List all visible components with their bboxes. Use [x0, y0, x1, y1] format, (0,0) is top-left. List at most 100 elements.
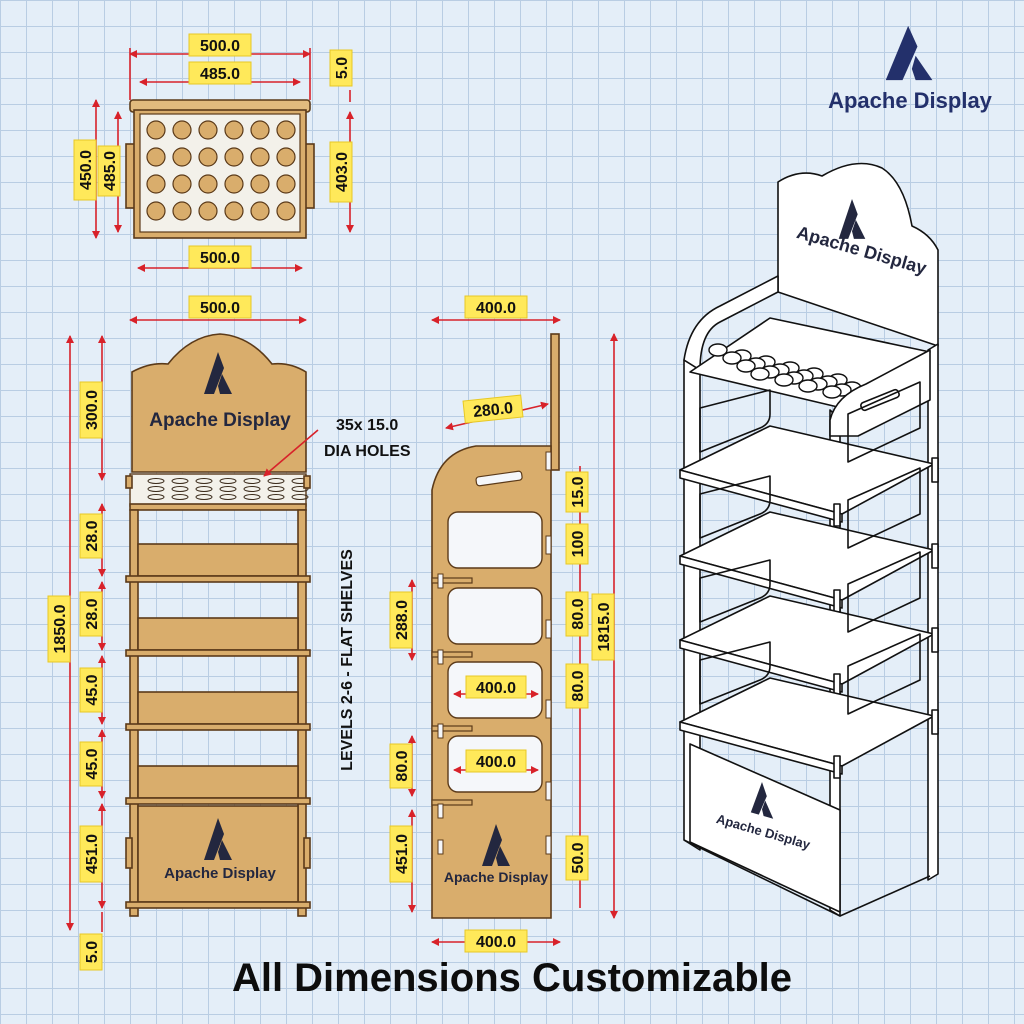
dim-front-foot: 5.0 [84, 941, 101, 963]
dim-side-window-h2: 80.0 [394, 750, 411, 781]
slot [545, 619, 552, 639]
hole-slot [219, 494, 237, 500]
hole-slot [147, 478, 165, 484]
dim-front-header: 300.0 [84, 390, 101, 430]
hole [198, 147, 218, 167]
hole [146, 201, 166, 221]
dim-top-depth-inner: 485.0 [102, 151, 119, 191]
shelf-tab [431, 651, 473, 658]
isometric-view: Apache Display Apache Display [679, 162, 939, 917]
iso-tab [833, 755, 841, 779]
dim-side-foot-right: 50.0 [570, 842, 587, 873]
dim-side-base: 451.0 [394, 834, 411, 874]
hole-grid [146, 120, 296, 221]
iso-tab [931, 543, 939, 569]
hole-slot [171, 478, 189, 484]
side-view: Apache Display 400.0 280.0 15.0 100 80.0… [389, 295, 618, 953]
hole-group [195, 478, 213, 500]
iso-tab [931, 457, 939, 483]
hole [198, 120, 218, 140]
hole-slot [171, 494, 189, 500]
dim-front-gap-1: 28.0 [84, 520, 101, 551]
iso-side-cutout [847, 633, 921, 715]
iso-tab [931, 709, 939, 735]
dim-side-depth-top: 400.0 [476, 300, 516, 317]
hole [276, 174, 296, 194]
dim-front-gap-2: 28.0 [84, 598, 101, 629]
iso-side-cutout [847, 467, 921, 549]
dim-side-slot-15: 15.0 [570, 476, 587, 507]
brand-logo-icon [885, 25, 933, 81]
side-window-2 [447, 587, 543, 645]
hole [250, 147, 270, 167]
iso-tab [931, 627, 939, 653]
hole-slot [219, 478, 237, 484]
side-brand-label: Apache Display [444, 869, 548, 885]
shelf-3 [125, 649, 311, 657]
hole [224, 147, 244, 167]
iso-cutout [699, 389, 771, 453]
hole-slot [243, 478, 261, 484]
side-window-1 [447, 511, 543, 569]
hole-slot [267, 486, 285, 492]
hole-group [243, 478, 261, 500]
shelf-6 [125, 901, 311, 909]
slot [545, 699, 552, 719]
note-holes: 35x 15.0 [336, 417, 398, 434]
dim-front-width: 500.0 [200, 300, 240, 317]
iso-shelves [679, 381, 939, 779]
hole-slot [267, 478, 285, 484]
hole-group [171, 478, 189, 500]
slot [545, 835, 552, 855]
brand-name: Apache Display [828, 88, 992, 113]
dim-side-total-height: 1815.0 [596, 602, 613, 651]
front-view: Apache Display Apache Display 500.0 1850… [47, 295, 411, 971]
hole-slot [171, 486, 189, 492]
dim-side-window-w2: 400.0 [476, 754, 516, 771]
hole [224, 201, 244, 221]
slot [437, 649, 444, 665]
hole [172, 147, 192, 167]
hole [250, 120, 270, 140]
perforated-shelf [129, 473, 307, 507]
iso-cutout [699, 475, 771, 539]
dim-side-depth-bottom: 400.0 [476, 934, 516, 951]
shelf-4 [125, 723, 311, 731]
hole-group [147, 478, 165, 500]
top-view: 500.0 485.0 5.0 450.0 485.0 403.0 500.0 [73, 33, 354, 272]
brand-block: Apache Display [812, 22, 1008, 114]
iso-side-cutout [847, 551, 921, 633]
dim-side-slot-80b: 80.0 [570, 670, 587, 701]
hole-slot [195, 494, 213, 500]
iso-hole [708, 343, 728, 357]
dim-side-window-w1: 400.0 [476, 680, 516, 697]
dim-side-window-height: 288.0 [394, 600, 411, 640]
dim-side-slot-100: 100 [570, 531, 587, 558]
iso-base-panel [689, 743, 841, 913]
dim-front-gap-4: 45.0 [84, 748, 101, 779]
hole-group [219, 478, 237, 500]
iso-shelf-edge [679, 555, 843, 609]
dim-top-inner: 485.0 [200, 66, 240, 83]
shelf-tab [431, 577, 473, 584]
hole-slot [147, 486, 165, 492]
hole [146, 147, 166, 167]
iso-cutout [699, 559, 771, 623]
iso-header [777, 162, 939, 347]
front-brand-label: Apache Display [149, 410, 291, 431]
iso-hole [822, 385, 842, 399]
hole-slot [243, 486, 261, 492]
dim-top-width: 500.0 [200, 38, 240, 55]
hole-slot [267, 494, 285, 500]
shelf-2 [125, 575, 311, 583]
dim-top-bottom-width: 500.0 [200, 250, 240, 267]
slot [437, 723, 444, 739]
iso-side-cutout [847, 381, 921, 463]
hole [146, 120, 166, 140]
slot [437, 573, 444, 589]
hole [224, 174, 244, 194]
slot [437, 839, 444, 855]
slot [545, 451, 552, 471]
iso-shelf-edge [679, 639, 843, 693]
